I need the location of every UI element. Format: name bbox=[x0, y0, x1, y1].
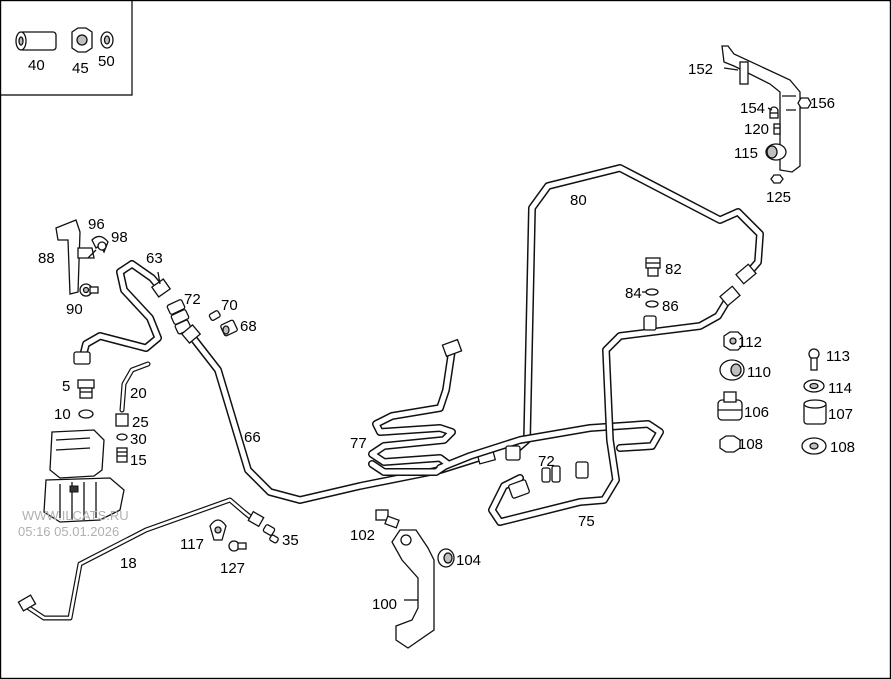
part-30-ring[interactable] bbox=[116, 433, 128, 441]
label-117: 117 bbox=[180, 536, 204, 553]
label-88: 88 bbox=[38, 250, 55, 267]
inset-legend-box bbox=[0, 0, 133, 96]
part-82-fitting[interactable] bbox=[645, 257, 661, 277]
label-82: 82 bbox=[665, 261, 682, 278]
part-63-pipe[interactable] bbox=[73, 260, 172, 365]
label-10: 10 bbox=[54, 406, 71, 423]
part-90-bolt[interactable] bbox=[79, 283, 99, 297]
label-84: 84 bbox=[625, 285, 642, 302]
part-117-clip[interactable] bbox=[209, 519, 227, 541]
label-154: 154 bbox=[740, 100, 765, 117]
label-63: 63 bbox=[146, 250, 163, 267]
part-70-ring[interactable] bbox=[208, 310, 221, 322]
part-114-washer[interactable] bbox=[803, 379, 825, 393]
label-80: 80 bbox=[570, 192, 587, 209]
label-20: 20 bbox=[130, 385, 147, 402]
label-107: 107 bbox=[828, 406, 853, 423]
label-35: 35 bbox=[282, 532, 299, 549]
label-127: 127 bbox=[220, 560, 245, 577]
label-114: 114 bbox=[828, 380, 852, 397]
label-50: 50 bbox=[98, 53, 115, 70]
part-102-bolt[interactable] bbox=[375, 509, 400, 529]
part-107-mount[interactable] bbox=[803, 399, 827, 425]
label-112: 112 bbox=[738, 334, 762, 351]
label-77: 77 bbox=[350, 435, 367, 452]
label-45: 45 bbox=[72, 60, 89, 77]
part-112-nut[interactable] bbox=[723, 331, 743, 351]
label-104: 104 bbox=[456, 552, 481, 569]
part-115-rubber-mount[interactable] bbox=[765, 143, 787, 161]
label-120: 120 bbox=[744, 121, 769, 138]
label-152: 152 bbox=[688, 61, 713, 78]
part-10-seal[interactable] bbox=[78, 409, 94, 419]
part-72-fittings-lower[interactable] bbox=[505, 445, 589, 483]
part-50-washer[interactable] bbox=[100, 31, 114, 49]
label-72-lower: 72 bbox=[538, 453, 555, 470]
label-98: 98 bbox=[111, 229, 128, 246]
part-18-pipe[interactable] bbox=[17, 497, 265, 621]
label-15: 15 bbox=[130, 452, 147, 469]
label-18: 18 bbox=[120, 555, 137, 572]
part-152-bracket[interactable] bbox=[721, 45, 801, 173]
label-96: 96 bbox=[88, 216, 105, 233]
part-68-nut[interactable] bbox=[220, 319, 238, 337]
part-15-union[interactable] bbox=[116, 447, 128, 463]
label-40: 40 bbox=[28, 57, 45, 74]
label-108-left: 108 bbox=[738, 436, 763, 453]
part-35-fittings[interactable] bbox=[262, 524, 279, 544]
part-25-nut[interactable] bbox=[115, 413, 129, 427]
part-5-union[interactable] bbox=[77, 379, 95, 399]
label-90: 90 bbox=[66, 301, 83, 318]
part-108-nut-left[interactable] bbox=[719, 435, 741, 453]
leader-lines bbox=[87, 67, 773, 293]
label-70: 70 bbox=[221, 297, 238, 314]
label-125: 125 bbox=[766, 189, 791, 206]
part-77-coiled-pipe[interactable] bbox=[368, 338, 664, 476]
label-30: 30 bbox=[130, 431, 147, 448]
label-113: 113 bbox=[826, 348, 850, 365]
label-102: 102 bbox=[350, 527, 375, 544]
part-106-rubber-mount[interactable] bbox=[717, 391, 743, 421]
part-86-ring[interactable] bbox=[645, 300, 659, 308]
part-125-nut[interactable] bbox=[770, 174, 784, 184]
part-80-pipe[interactable] bbox=[506, 164, 764, 459]
part-120-bolt[interactable] bbox=[773, 123, 781, 135]
label-115: 115 bbox=[734, 145, 758, 162]
watermark-site: WWW.ILCATS.RU bbox=[22, 508, 129, 523]
part-104-nut[interactable] bbox=[437, 548, 455, 568]
label-108-right: 108 bbox=[830, 439, 855, 456]
label-110: 110 bbox=[747, 364, 771, 381]
label-86: 86 bbox=[662, 298, 679, 315]
part-100-bracket[interactable] bbox=[391, 529, 435, 649]
part-98-screw[interactable] bbox=[97, 241, 107, 251]
part-20-hose[interactable] bbox=[119, 361, 151, 413]
label-106: 106 bbox=[744, 404, 769, 421]
part-84-ring[interactable] bbox=[645, 288, 659, 296]
label-72-upper: 72 bbox=[184, 291, 201, 308]
label-25: 25 bbox=[132, 414, 149, 431]
watermark-timestamp: 05:16 05.01.2026 bbox=[18, 524, 119, 539]
label-156: 156 bbox=[810, 95, 835, 112]
part-40-sleeve[interactable] bbox=[15, 31, 57, 51]
part-156-nut[interactable] bbox=[797, 97, 812, 109]
label-100: 100 bbox=[372, 596, 397, 613]
label-5: 5 bbox=[62, 378, 70, 395]
part-45-nut[interactable] bbox=[71, 27, 93, 53]
part-labels: 40 45 50 152 154 156 120 115 125 80 96 9… bbox=[28, 53, 855, 613]
part-127-screw[interactable] bbox=[228, 540, 247, 552]
part-75-pipe[interactable] bbox=[488, 285, 741, 526]
label-66: 66 bbox=[244, 429, 261, 446]
watermark: WWW.ILCATS.RU 05:16 05.01.2026 bbox=[18, 508, 129, 539]
part-110-bushing[interactable] bbox=[719, 359, 745, 381]
air-compressor[interactable] bbox=[43, 429, 125, 523]
part-108-washer-right[interactable] bbox=[801, 437, 827, 455]
part-113-bolt[interactable] bbox=[808, 348, 820, 371]
part-154-bolt[interactable] bbox=[769, 106, 779, 119]
label-75: 75 bbox=[578, 513, 595, 530]
label-68: 68 bbox=[240, 318, 257, 335]
